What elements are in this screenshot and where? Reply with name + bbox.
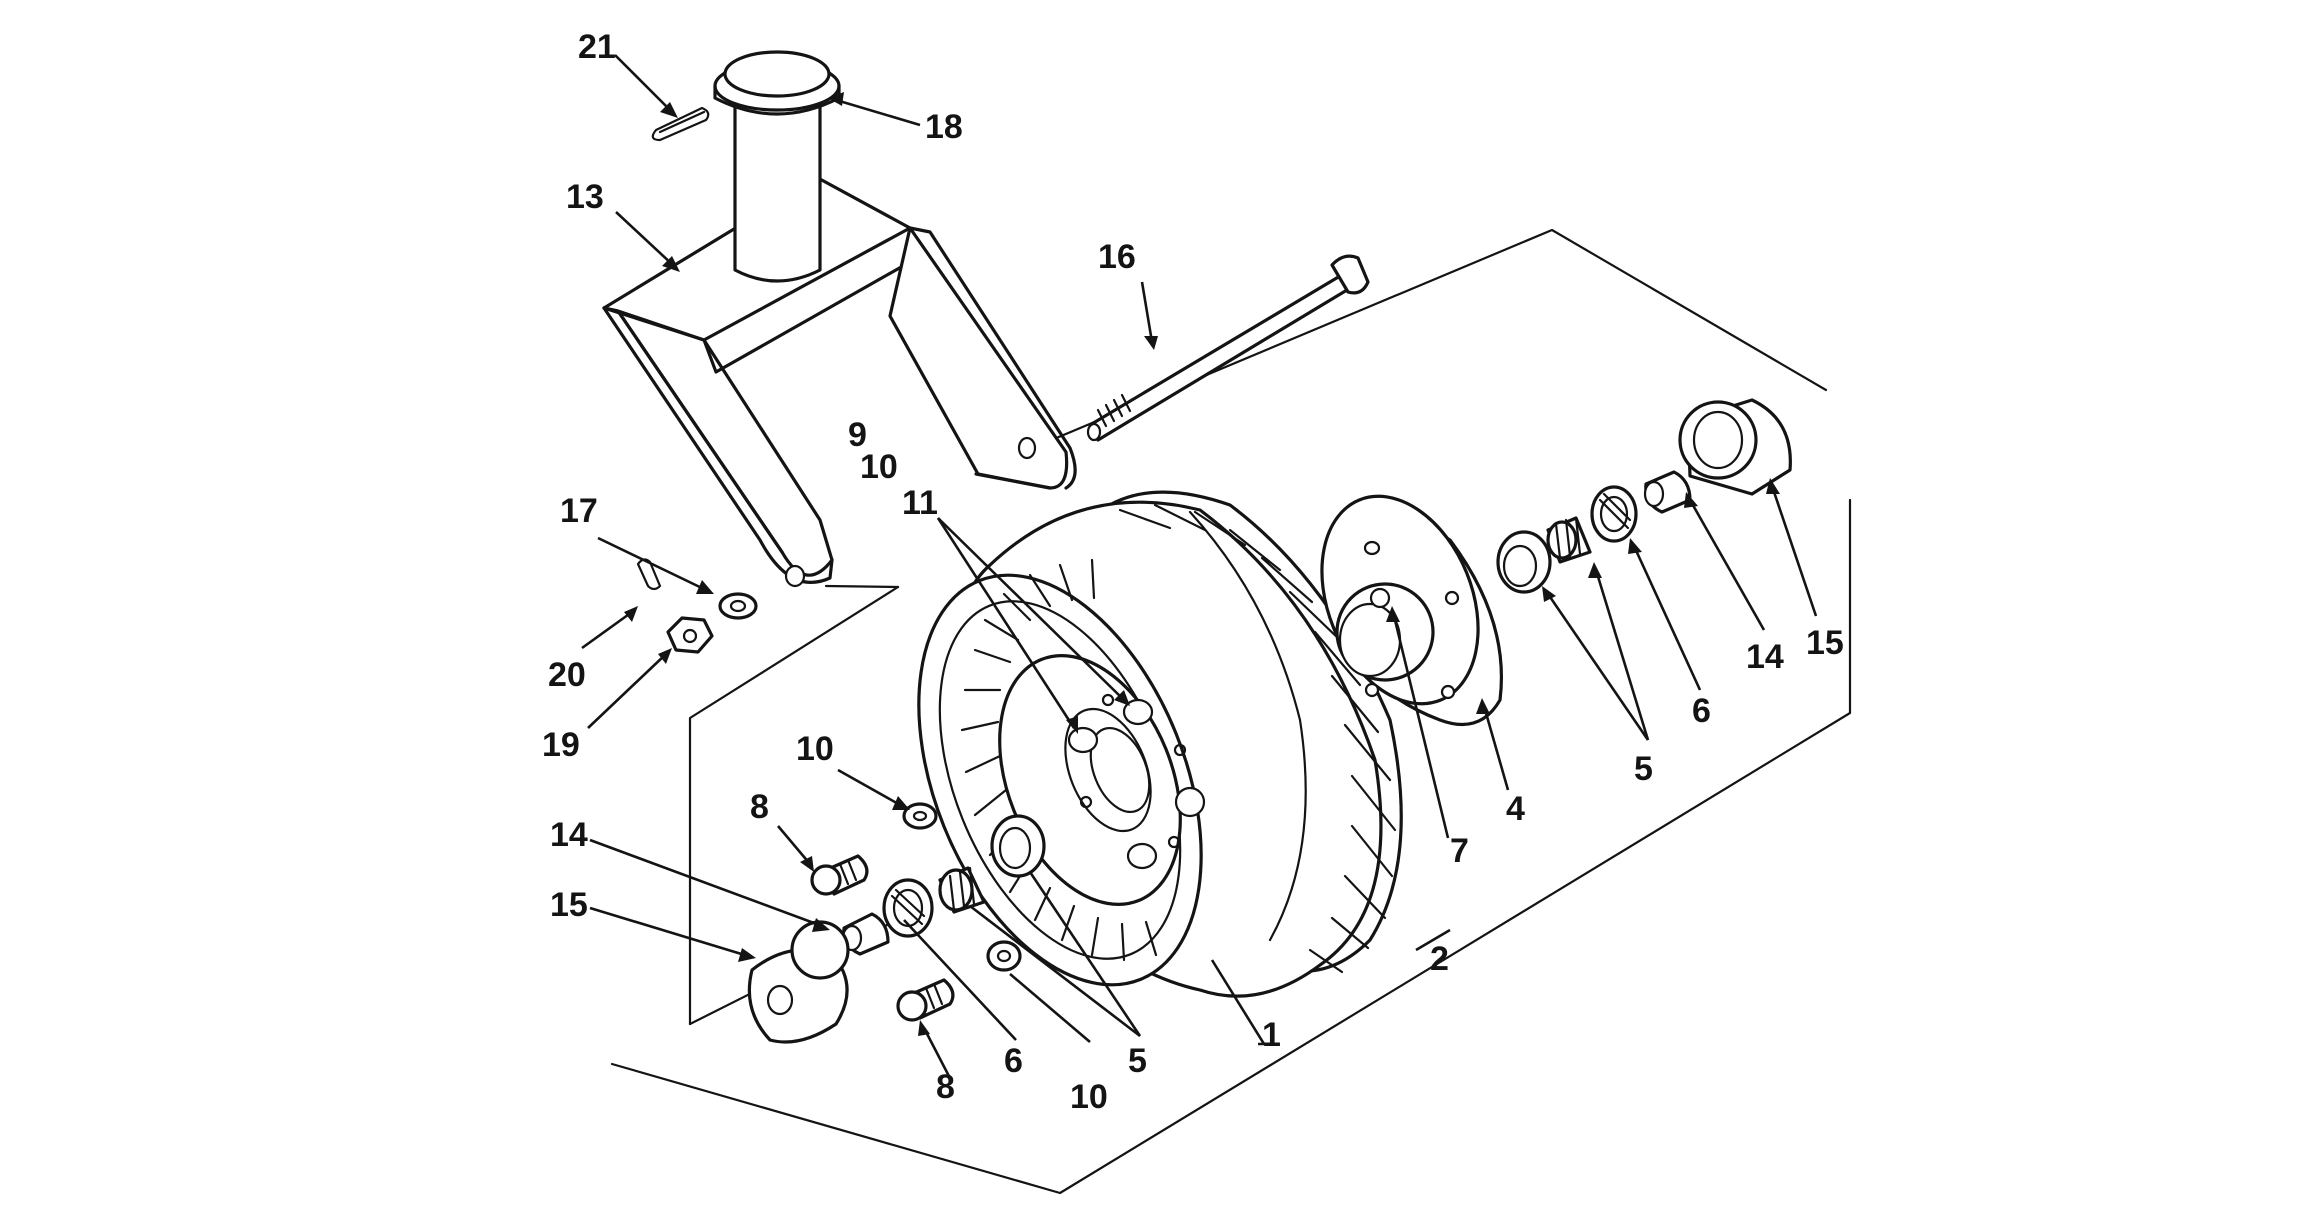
left-bearing-stack <box>747 802 1046 1044</box>
callout-10-lower: 10 <box>1070 1078 1108 1116</box>
callout-15-right: 15 <box>1806 624 1844 662</box>
callout-5-right: 5 <box>1634 750 1653 788</box>
callout-21: 21 <box>578 28 616 66</box>
callout-6-right: 6 <box>1692 692 1711 730</box>
callout-14-left: 14 <box>550 816 588 854</box>
callout-8-lower: 8 <box>936 1068 955 1106</box>
callout-17: 17 <box>560 492 598 530</box>
leader-lines <box>581 54 1818 1083</box>
callout-5-left: 5 <box>1128 1042 1147 1080</box>
callout-1: 1 <box>1262 1016 1281 1054</box>
callout-11: 11 <box>902 484 938 522</box>
callout-13: 13 <box>566 178 604 216</box>
hub <box>1320 494 1504 727</box>
callout-7: 7 <box>1450 832 1469 870</box>
callout-18: 18 <box>925 108 963 146</box>
callout-9: 9 <box>848 416 867 454</box>
callout-20: 20 <box>548 656 586 694</box>
callout-16: 16 <box>1098 238 1136 276</box>
callout-labels: 21 18 13 16 9 10 11 17 20 19 10 8 14 15 … <box>542 28 1844 1116</box>
callout-19: 19 <box>542 726 580 764</box>
callout-4: 4 <box>1506 790 1525 828</box>
cotter-pin-top <box>651 106 710 142</box>
callout-10-top: 10 <box>860 448 898 486</box>
pivot-pin <box>713 50 841 283</box>
callout-2: 2 <box>1430 940 1449 978</box>
callout-15-left: 15 <box>550 886 588 924</box>
callout-6-left: 6 <box>1004 1042 1023 1080</box>
right-bearing-stack <box>1496 398 1792 594</box>
callout-8-upper: 8 <box>750 788 769 826</box>
yoke-fork <box>602 176 1077 588</box>
axle-bolt <box>1086 254 1370 442</box>
callout-14-right: 14 <box>1746 638 1784 676</box>
left-washer-nut-cotter <box>636 558 758 654</box>
callout-10-upper: 10 <box>796 730 834 768</box>
